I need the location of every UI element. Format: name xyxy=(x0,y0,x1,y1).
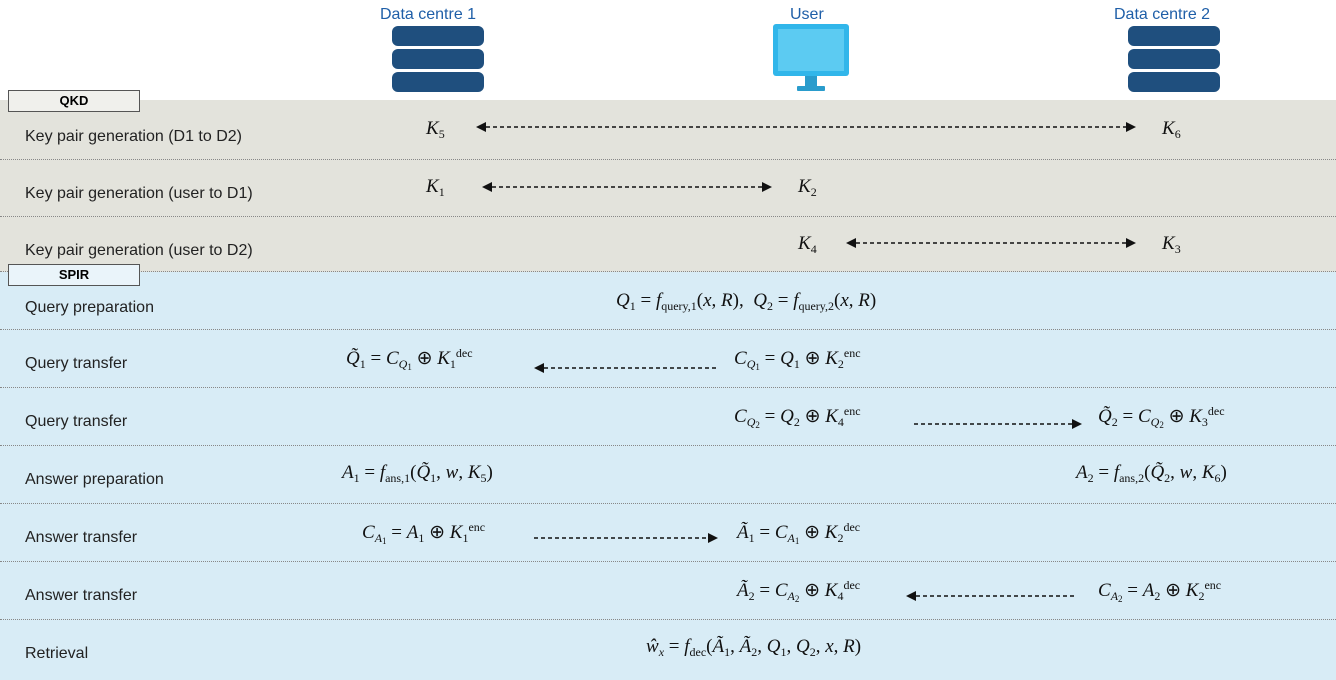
row-separator xyxy=(0,272,1336,330)
column-header-dc1: Data centre 1 xyxy=(380,6,477,23)
formula-k5: K5 xyxy=(426,118,445,141)
row-separator xyxy=(0,217,1336,272)
row-label: Query transfer xyxy=(25,413,128,430)
formula-a1: A1 = fans,1(Q̃1, w, K5) xyxy=(342,462,493,485)
database-icon xyxy=(1128,26,1220,92)
row-label: Key pair generation (user to D1) xyxy=(25,185,253,202)
row-separator xyxy=(0,504,1336,562)
spir-band xyxy=(0,272,1336,680)
column-header-user: User xyxy=(790,6,824,23)
section-tag-spir: SPIR xyxy=(8,264,140,286)
formula-query-preparation: Q1 = fquery,1(x, R), Q2 = fquery,2(x, R) xyxy=(616,290,877,313)
formula-k6: K6 xyxy=(1162,118,1181,141)
row-label: Answer transfer xyxy=(25,587,138,604)
formula-k3: K3 xyxy=(1162,233,1181,256)
formula-q1-tilde: Q̃1 = CQ1 ⊕ K1dec xyxy=(346,346,473,372)
row-separator xyxy=(0,388,1336,446)
formula-a2: A2 = fans,2(Q̃2, w, K6) xyxy=(1076,462,1227,485)
row-label: Query preparation xyxy=(25,299,154,316)
formula-a2-tilde: Ã2 = CA2 ⊕ K4dec xyxy=(737,578,861,604)
row-separator xyxy=(0,446,1336,504)
bidirectional-arrow xyxy=(846,238,1136,248)
row-separator xyxy=(0,562,1336,620)
monitor-icon xyxy=(773,24,849,91)
row-label: Answer preparation xyxy=(25,471,164,488)
row-separator xyxy=(0,160,1336,217)
formula-q2-tilde: Q̃2 = CQ2 ⊕ K3dec xyxy=(1098,404,1225,430)
formula-k1: K1 xyxy=(426,176,445,199)
formula-cq1: CQ1 = Q1 ⊕ K2enc xyxy=(734,346,861,372)
section-tag-qkd: QKD xyxy=(8,90,140,112)
formula-ca2: CA2 = A2 ⊕ K2enc xyxy=(1098,578,1222,604)
row-label: Key pair generation (D1 to D2) xyxy=(25,128,242,145)
column-header-dc2: Data centre 2 xyxy=(1114,6,1211,23)
row-separator xyxy=(0,100,1336,160)
bidirectional-arrow xyxy=(476,122,1136,132)
arrow-right xyxy=(534,533,718,543)
qkd-band xyxy=(0,100,1336,272)
row-label: Key pair generation (user to D2) xyxy=(25,242,253,259)
database-icon xyxy=(392,26,484,92)
row-label: Query transfer xyxy=(25,355,128,372)
arrow-left xyxy=(534,363,718,373)
row-label: Retrieval xyxy=(25,645,89,662)
arrow-right xyxy=(914,419,1082,429)
formula-k2: K2 xyxy=(798,176,817,199)
formula-retrieval: ŵx = fdec(Ã1, Ã2, Q1, Q2, x, R) xyxy=(646,636,862,659)
row-label: Answer transfer xyxy=(25,529,138,546)
formula-ca1: CA1 = A1 ⊕ K1enc xyxy=(362,520,486,546)
arrow-left xyxy=(906,591,1074,601)
formula-a1-tilde: Ã1 = CA1 ⊕ K2dec xyxy=(737,520,861,546)
row-separator xyxy=(0,330,1336,388)
bidirectional-arrow xyxy=(482,182,772,192)
formula-k4: K4 xyxy=(798,233,817,256)
formula-cq2: CQ2 = Q2 ⊕ K4enc xyxy=(734,404,861,430)
